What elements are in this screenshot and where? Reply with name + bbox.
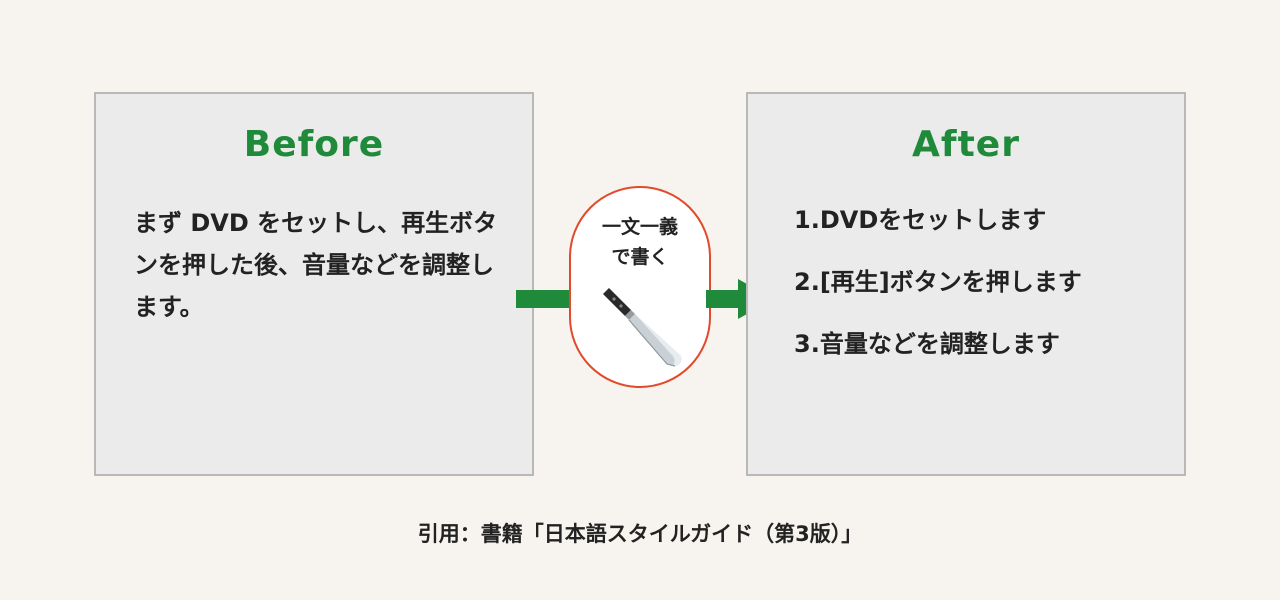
badge-text: 一文一義 で書く <box>571 212 709 272</box>
badge-line-1: 一文一義 <box>601 216 678 238</box>
arrow-right-shaft <box>706 290 740 308</box>
after-steps-list: 1.DVDをセットします 2.[再生]ボタンを押します 3.音量などを調整します <box>794 200 1082 386</box>
badge-line-2: で書く <box>611 246 669 268</box>
one-sentence-one-idea-badge: 一文一義 で書く <box>569 186 711 388</box>
after-step-2: 2.[再生]ボタンを押します <box>794 268 1082 296</box>
before-title: Before <box>243 124 385 165</box>
after-panel: After 1.DVDをセットします 2.[再生]ボタンを押します 3.音量など… <box>746 92 1186 476</box>
citation-caption: 引用：書籍「日本語スタイルガイド（第3版）」 <box>417 522 863 546</box>
after-title: After <box>912 124 1020 165</box>
before-text: まず DVD をセットし、再生ボタンを押した後、音量などを調整します。 <box>134 209 498 321</box>
after-step-1: 1.DVDをセットします <box>794 206 1047 234</box>
after-step-3: 3.音量などを調整します <box>794 330 1060 358</box>
before-panel: Before まず DVD をセットし、再生ボタンを押した後、音量などを調整しま… <box>94 92 534 476</box>
arrow-left-shaft <box>516 290 576 308</box>
kitchen-knife-icon <box>603 288 682 367</box>
